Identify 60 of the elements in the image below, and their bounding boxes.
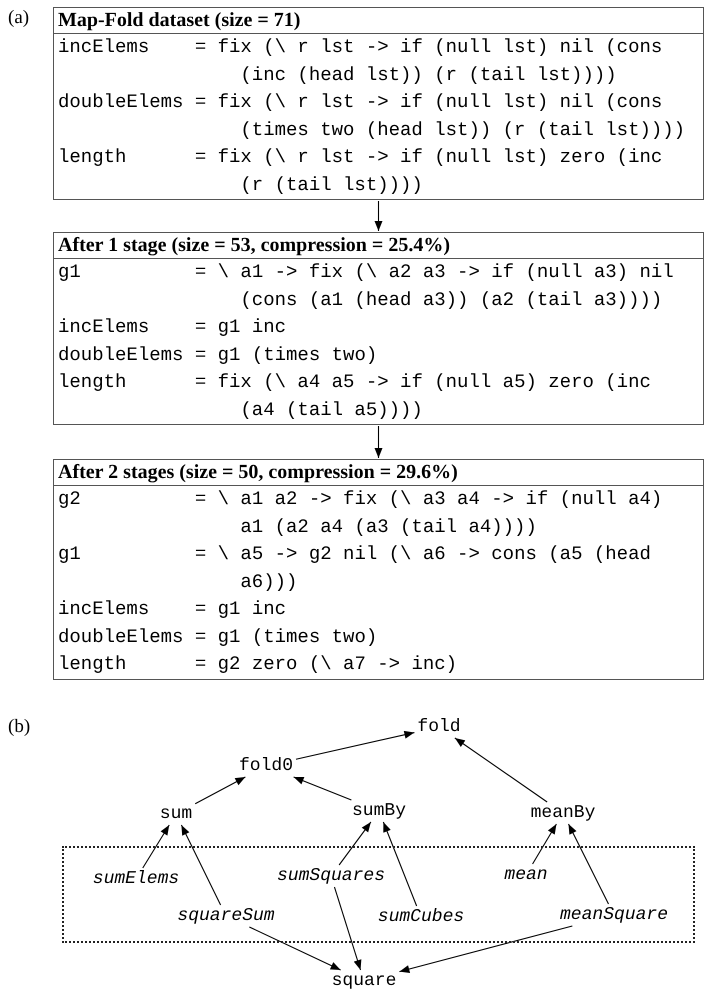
code-identifier: doubleElems — [58, 624, 184, 650]
code-expression: = fix (\ r lst -> if (null lst) nil (cons (times two (head lst)) (r (tail lst)))) — [194, 90, 686, 142]
code-identifier: length — [58, 145, 128, 170]
code-identifier: doubleElems — [58, 90, 184, 115]
code-identifier: incElems — [58, 597, 150, 622]
code-expression: = fix (\ r lst -> if (null lst) zero (inc (r (tail lst)))) — [194, 145, 664, 198]
panel-heading: After 1 stage (size = 53, compression = 25.4%) — [54, 233, 703, 259]
arrow — [296, 730, 414, 760]
arrow — [374, 201, 382, 231]
code-panel — [53, 7, 704, 200]
arrow — [334, 886, 362, 970]
code-expression: = \ a1 -> fix (\ a2 a3 -> if (null a3) nil (cons (a1 (head a3)) (a2 (tail a3)))) — [194, 260, 675, 312]
panel-heading: Map-Fold dataset (size = 71) — [54, 8, 703, 34]
arrow — [568, 824, 609, 904]
function-name: fold — [415, 717, 463, 737]
function-name: sumBy — [350, 801, 408, 821]
code-panel — [53, 459, 704, 680]
code-identifier: g1 — [58, 542, 82, 567]
code-expression: = fix (\ a4 a5 -> if (null a5) zero (inc (a4 (tail a5)))) — [194, 370, 652, 422]
code-identifier: g1 — [58, 260, 82, 285]
function-name: sumSquares — [274, 866, 388, 886]
code-panel — [53, 232, 704, 425]
panel-heading: After 2 stages (size = 50, compression = 29.6%) — [54, 460, 703, 486]
code-expression: = g1 (times two) — [194, 342, 378, 368]
dotted-group-frame — [62, 846, 695, 943]
function-name: meanSquare — [558, 905, 670, 925]
code-identifier: incElems — [58, 315, 150, 340]
function-name: squareSum — [175, 906, 277, 926]
arrow — [180, 824, 222, 906]
function-name: sumCubes — [376, 907, 466, 927]
code-identifier: length — [58, 652, 128, 677]
code-expression: = \ a5 -> g2 nil (\ a6 -> cons (a5 (head a6))) — [194, 542, 652, 594]
code-expression: = fix (\ r lst -> if (null lst) nil (cons (inc (head lst)) (r (tail lst)))) — [194, 35, 664, 88]
code-expression: = g1 inc — [194, 597, 288, 622]
arrow — [374, 426, 382, 458]
arrow — [142, 824, 170, 868]
arrow — [532, 824, 557, 864]
arrow — [249, 926, 341, 970]
panel-label: (b) — [8, 716, 30, 738]
arrow — [454, 738, 548, 802]
code-identifier: doubleElems — [58, 342, 184, 368]
function-name: sumElems — [90, 869, 182, 889]
arrow — [293, 776, 352, 801]
code-expression: = g1 (times two) — [194, 624, 378, 650]
code-expression: = \ a1 a2 -> fix (\ a3 a4 -> if (null a4) a1 (a2 a4 (a3 (tail a4)))) — [194, 487, 664, 540]
code-identifier: length — [58, 370, 128, 395]
arrow — [338, 822, 372, 866]
code-expression: = g2 zero (\ a7 -> inc) — [194, 652, 458, 677]
code-expression: = g1 inc — [194, 315, 288, 340]
code-identifier: g2 — [58, 487, 82, 512]
function-name: mean — [502, 865, 550, 885]
function-name: sum — [158, 804, 194, 824]
function-name: meanBy — [528, 803, 598, 823]
function-name: fold0 — [236, 756, 295, 776]
code-identifier: incElems — [58, 35, 150, 60]
panel-label: (a) — [8, 7, 30, 29]
arrow — [399, 925, 572, 973]
arrow — [194, 776, 246, 804]
function-name: square — [330, 971, 398, 991]
arrow — [382, 822, 418, 906]
